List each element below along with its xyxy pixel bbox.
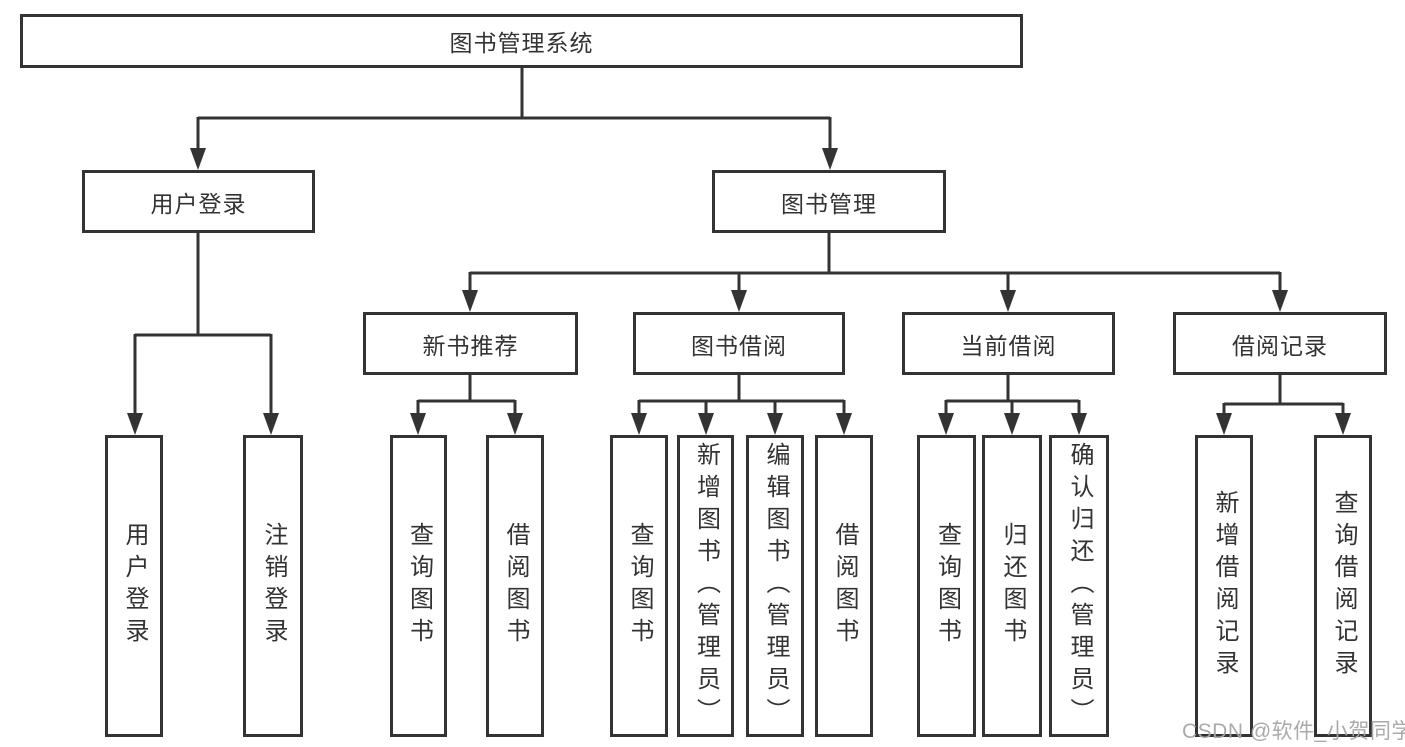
node-borrow-records: 借阅记录 — [1173, 312, 1387, 375]
node-confirm-return-admin: 确认归还（管理员） — [1049, 435, 1109, 737]
node-user-login: 用户登录 — [82, 170, 315, 233]
csdn-watermark: CSDN @软件_小贺同学 — [1182, 720, 1405, 743]
node-return-book: 归还图书 — [982, 435, 1042, 737]
node-user-login-label: 用户登录 — [150, 190, 247, 217]
node-recommend-query-book: 查询图书 — [390, 435, 447, 737]
node-new-book-recommend: 新书推荐 — [363, 312, 578, 375]
node-book-mgmt-label: 图书管理 — [781, 190, 877, 217]
node-borrow-query-book: 查询图书 — [610, 435, 668, 737]
node-logout-leaf: 注销登录 — [243, 435, 303, 737]
node-query-borrow-record: 查询借阅记录 — [1314, 435, 1372, 737]
node-borrow-book: 借阅图书 — [815, 435, 873, 737]
node-current-query-book: 查询图书 — [917, 435, 976, 737]
arrowheads — [127, 148, 1351, 435]
node-current-borrow: 当前借阅 — [902, 312, 1115, 375]
node-edit-book-admin: 编辑图书（管理员） — [746, 435, 804, 737]
node-root: 图书管理系统 — [20, 14, 1023, 68]
node-add-book-admin: 新增图书（管理员） — [677, 435, 734, 737]
node-root-label: 图书管理系统 — [449, 30, 594, 56]
node-book-borrow: 图书借阅 — [633, 312, 845, 375]
node-add-borrow-record: 新增借阅记录 — [1195, 435, 1253, 737]
node-book-mgmt: 图书管理 — [712, 170, 946, 233]
node-recommend-borrow-book: 借阅图书 — [486, 435, 544, 737]
node-user-login-leaf: 用户登录 — [105, 435, 163, 737]
